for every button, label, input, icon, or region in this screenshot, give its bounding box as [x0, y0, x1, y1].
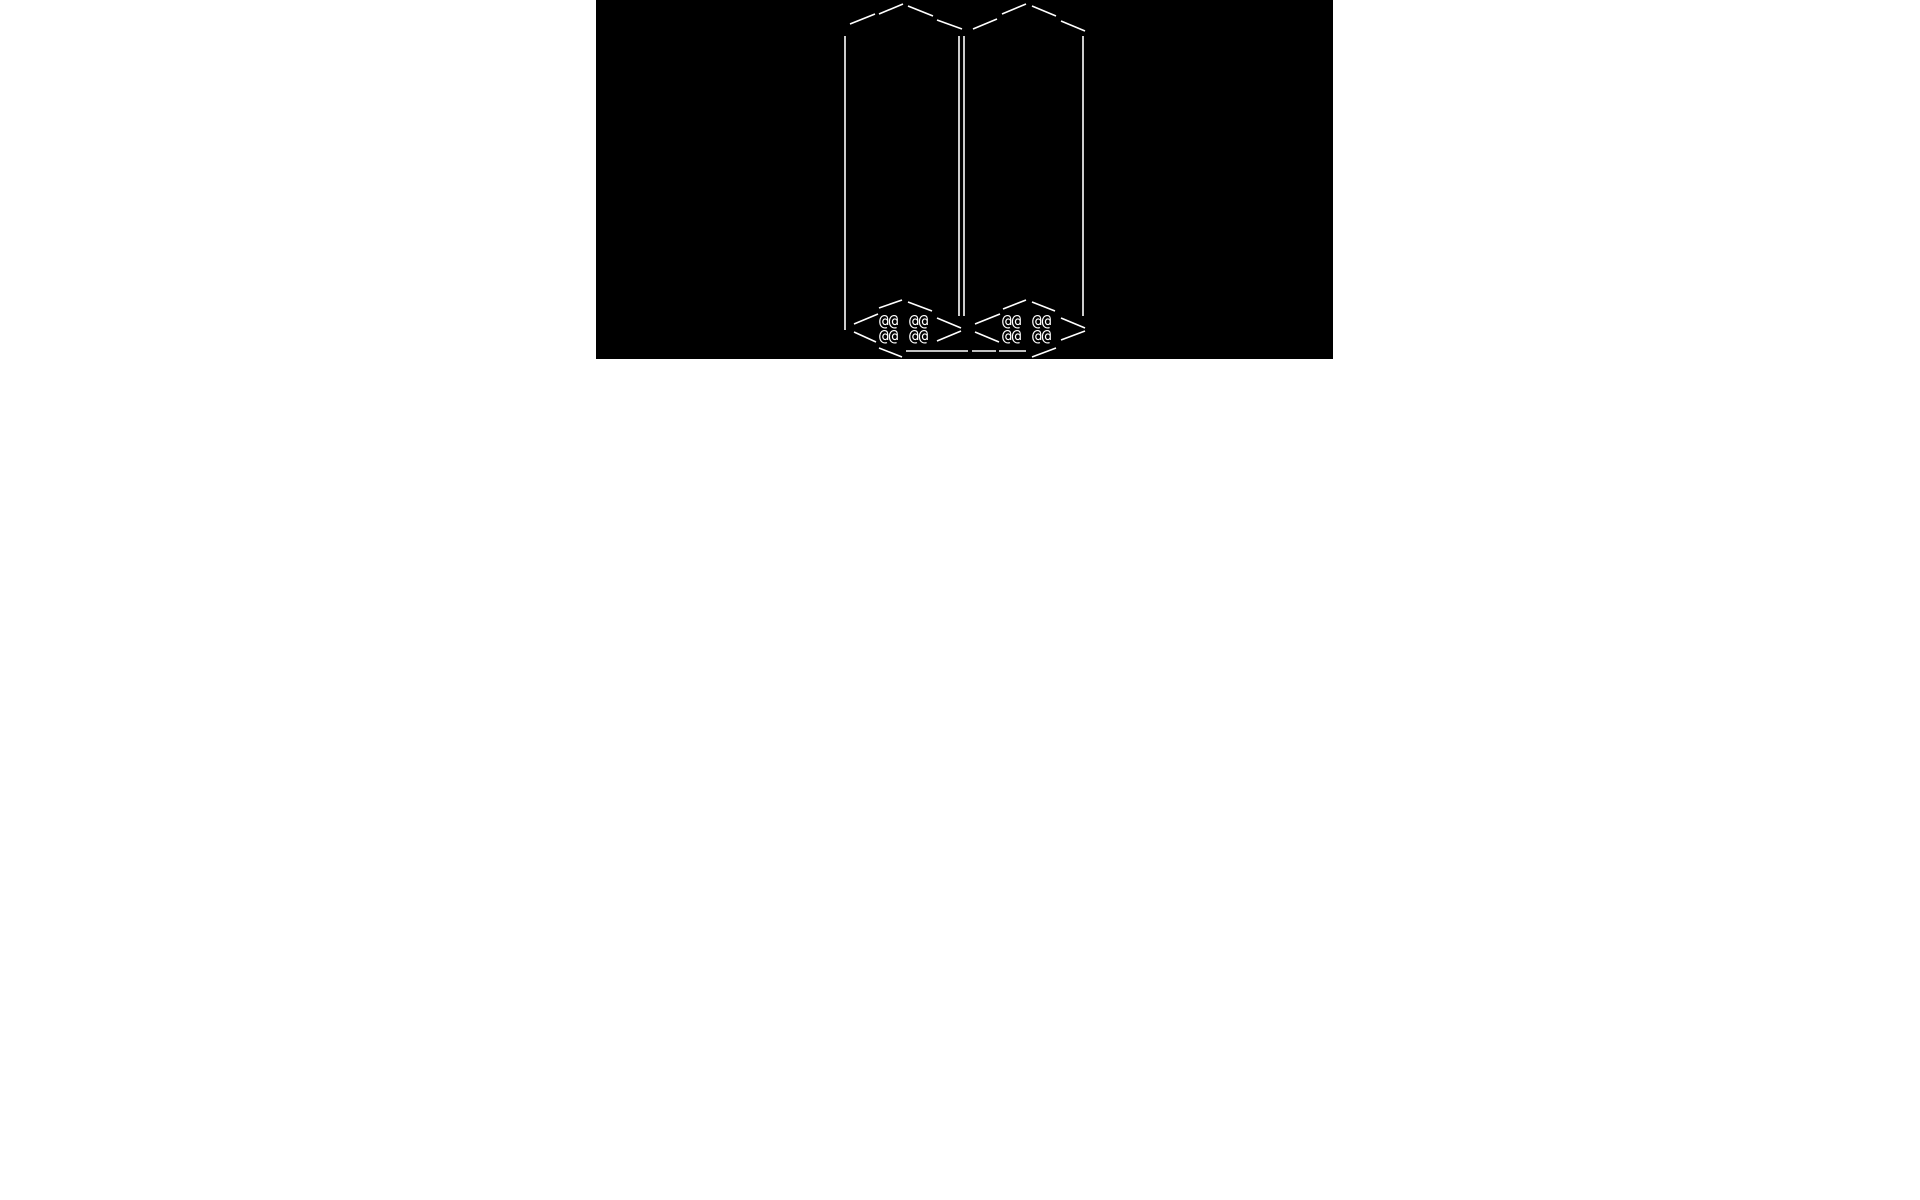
right-glyph-4: @@ [1032, 326, 1052, 345]
wireframe-scene: @@ @@ @@ @@ [844, 3, 1086, 358]
render-viewport[interactable]: @@ @@ @@ @@ [596, 0, 1333, 359]
left-prism: @@ @@ @@ @@ [844, 3, 963, 358]
left-glyph-2: @@ [909, 311, 929, 330]
left-glyph-4: @@ [909, 326, 929, 345]
right-prism-top-cap [972, 3, 1086, 32]
left-prism-top-cap [849, 3, 963, 30]
left-glyph-1: @@ [879, 311, 899, 330]
right-prism-bottom-cap [972, 299, 1086, 358]
right-prism-bottom-glyphs: @@ @@ @@ @@ [1002, 311, 1052, 345]
right-glyph-2: @@ [1032, 311, 1052, 330]
right-glyph-3: @@ [1002, 326, 1022, 345]
left-prism-bottom-cap [853, 299, 962, 358]
left-prism-bottom-glyphs: @@ @@ @@ @@ [879, 311, 929, 345]
left-glyph-3: @@ [879, 326, 899, 345]
right-prism: @@ @@ @@ @@ [963, 3, 1086, 358]
right-glyph-1: @@ [1002, 311, 1022, 330]
